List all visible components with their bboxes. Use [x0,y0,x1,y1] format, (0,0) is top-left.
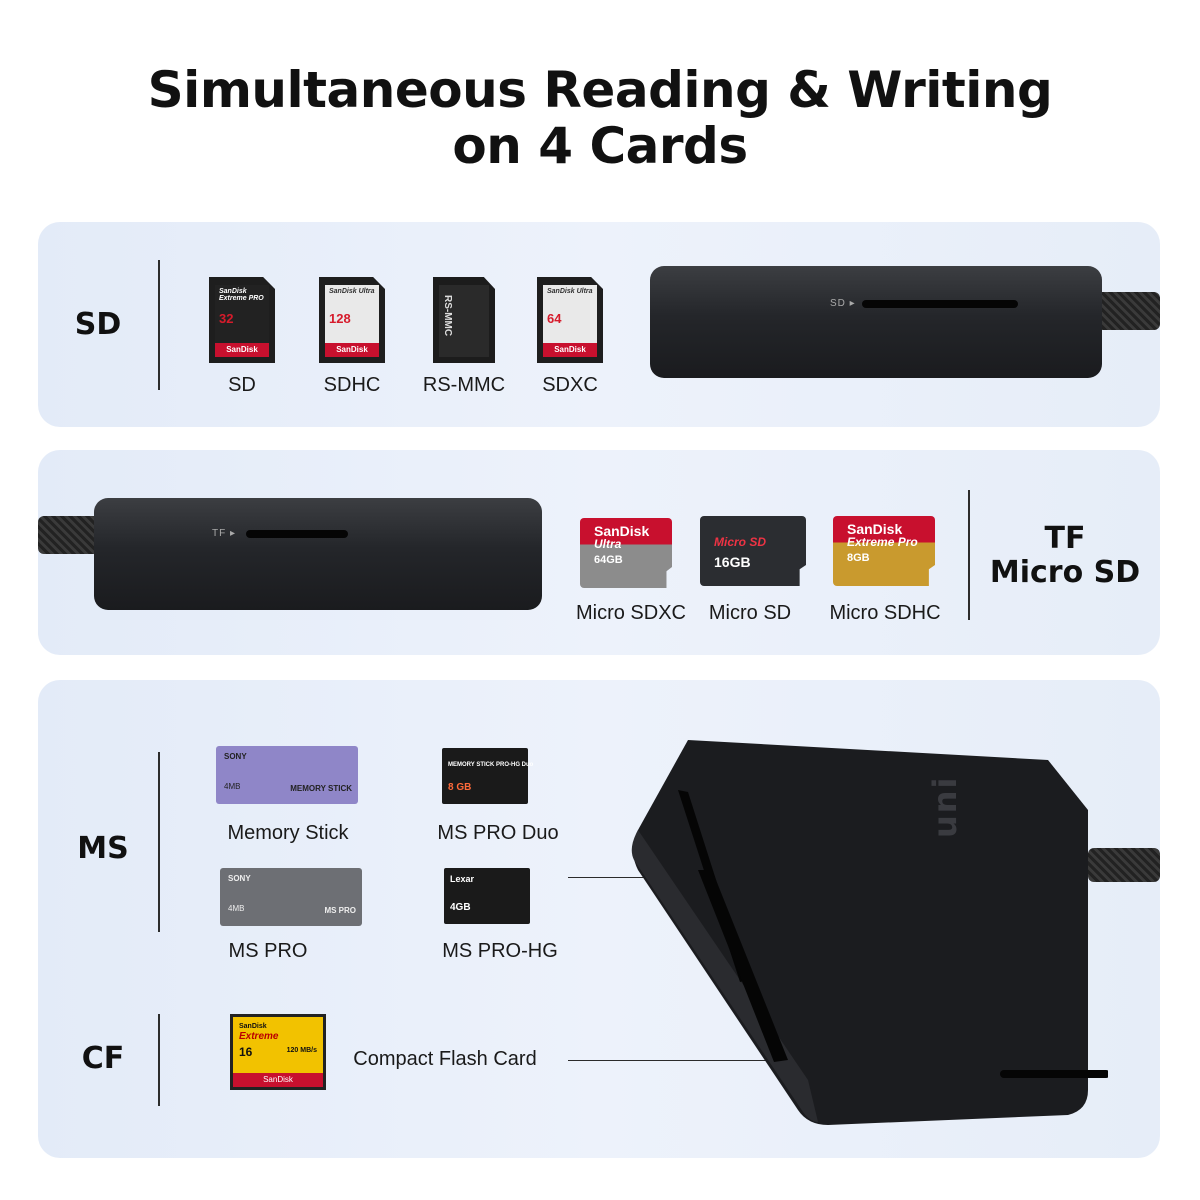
micro-sdxc-card: SanDisk Ultra 64GB [580,518,672,588]
sd-card: SanDisk Extreme PRO 32 SanDisk [209,277,275,363]
headline-line-1: Simultaneous Reading & Writing [147,61,1053,119]
square-reader-cable [1088,848,1160,882]
tf-divider [968,490,970,620]
sdxc-card: SanDisk Ultra 64 SanDisk [537,277,603,363]
sdxc-card-strip: SanDisk [543,343,597,357]
memory-stick-card-brand: SONY [224,752,247,761]
micro-sdhc-card-capacity: 8GB [847,552,870,564]
sd-reader-body: SD ▸ [650,266,1102,378]
tf-category-label: TF Micro SD [980,522,1150,590]
ms-pro-card-size: 4MB [228,904,245,913]
memory-stick-card-name: MEMORY STICK [290,784,352,793]
micro-sdxc-card-capacity: 64GB [594,554,623,566]
micro-sd-label: Micro SD [708,602,792,624]
micro-sdhc-card-brand: SanDisk [847,521,903,537]
memory-stick-card-size: 4MB [224,782,241,791]
sd-card-strip: SanDisk [215,343,269,357]
tf-category-line-2: Micro SD [989,555,1141,590]
sd-divider [158,260,160,390]
ms-pro-duo-label: MS PRO Duo [437,822,559,844]
memory-stick-label: Memory Stick [227,822,349,844]
sdxc-card-capacity: 64 [547,311,562,326]
cf-card-line: Extreme [239,1031,279,1042]
ms-pro-card-name: MS PRO [324,906,356,915]
ms-pro-hg-card-size: 4GB [450,902,471,913]
rs-mmc-card: RS-MMC [433,277,495,363]
compact-flash-card: SanDisk Extreme 16 120 MB/s SanDisk [230,1014,326,1090]
ms-pro-hg-label: MS PRO-HG [442,940,558,962]
tf-panel: TF ▸ SanDisk Ultra 64GB Micro SDXC Micro… [38,450,1160,655]
sdhc-card-capacity: 128 [329,311,351,326]
cf-card-capacity: 16 [239,1045,253,1059]
ms-pro-hg-card: Lexar 4GB [444,868,530,924]
cf-card-brand: SanDisk [239,1023,267,1030]
cf-card-speed: 120 MB/s [286,1047,317,1054]
ms-pro-duo-card: MEMORY STICK PRO-HG Duo 8 GB [442,748,533,804]
ms-pro-duo-card-size: 8 GB [448,782,472,793]
cf-divider [158,1014,160,1106]
reader-brand-logo: uni [926,775,964,838]
ms-pro-card: SONY 4MB MS PRO [220,868,362,926]
sd-category-label: SD [74,307,122,342]
sdxc-card-brand: SanDisk Ultra [547,288,593,295]
memory-stick-card: SONY 4MB MEMORY STICK [216,746,358,804]
micro-sdxc-card-brand: SanDisk [594,523,650,539]
micro-sdhc-label: Micro SDHC [829,602,941,624]
ms-leader-line [568,877,692,878]
sd-card-capacity: 32 [219,311,234,326]
ms-divider [158,752,160,932]
ms-pro-duo-card-brand: MEMORY STICK PRO-HG Duo [448,762,534,768]
ms-category-label: MS [77,831,129,866]
micro-sd-card-line: Micro SD [714,535,767,549]
tf-reader-body: TF ▸ [94,498,542,610]
sd-slot [862,300,1018,308]
sd-slot-label: SD ▸ [830,298,856,309]
cf-category-label: CF [81,1041,125,1076]
micro-sdxc-card-line: Ultra [594,537,622,551]
reader-cf-slot [698,870,788,1062]
ms-pro-hg-card-brand: Lexar [450,874,475,884]
micro-sd-card: Micro SD 16GB [700,516,806,586]
rs-mmc-card-label: RS-MMC [422,374,506,396]
reader-top-face [633,740,1088,1125]
sd-card-label: SD [228,374,256,396]
rs-mmc-card-brand: RS-MMC [442,295,453,337]
sd-panel: SD SanDisk Extreme PRO 32 SanDisk SD San… [38,222,1160,427]
micro-sdhc-card-line: Extreme Pro [847,535,918,549]
cf-leader-line [568,1060,816,1061]
sdxc-card-label: SDXC [542,374,598,396]
reader-sd-slot [1000,1070,1108,1078]
compact-flash-label: Compact Flash Card [353,1048,537,1070]
ms-cf-panel: MS SONY 4MB MEMORY STICK Memory Stick ME… [38,680,1160,1158]
micro-sdxc-label: Micro SDXC [575,602,686,624]
ms-pro-card-brand: SONY [228,874,251,883]
sdhc-card-brand: SanDisk Ultra [329,288,375,295]
micro-sd-card-capacity: 16GB [714,554,751,570]
ms-pro-label: MS PRO [228,940,308,962]
tf-slot [246,530,348,538]
sdhc-card: SanDisk Ultra 128 SanDisk [319,277,385,363]
sdhc-card-strip: SanDisk [325,343,379,357]
square-reader-body [631,740,1108,1125]
tf-category-line-1: TF [1044,521,1086,556]
sdhc-card-label: SDHC [323,374,381,396]
cf-card-strip: SanDisk [233,1073,323,1087]
headline-line-2: on 4 Cards [452,117,748,175]
tf-slot-label: TF ▸ [212,528,237,539]
headline: Simultaneous Reading & Writing on 4 Card… [0,62,1200,174]
micro-sdhc-card: SanDisk Extreme Pro 8GB [833,516,935,586]
sd-card-brand: SanDisk Extreme PRO [219,288,264,302]
